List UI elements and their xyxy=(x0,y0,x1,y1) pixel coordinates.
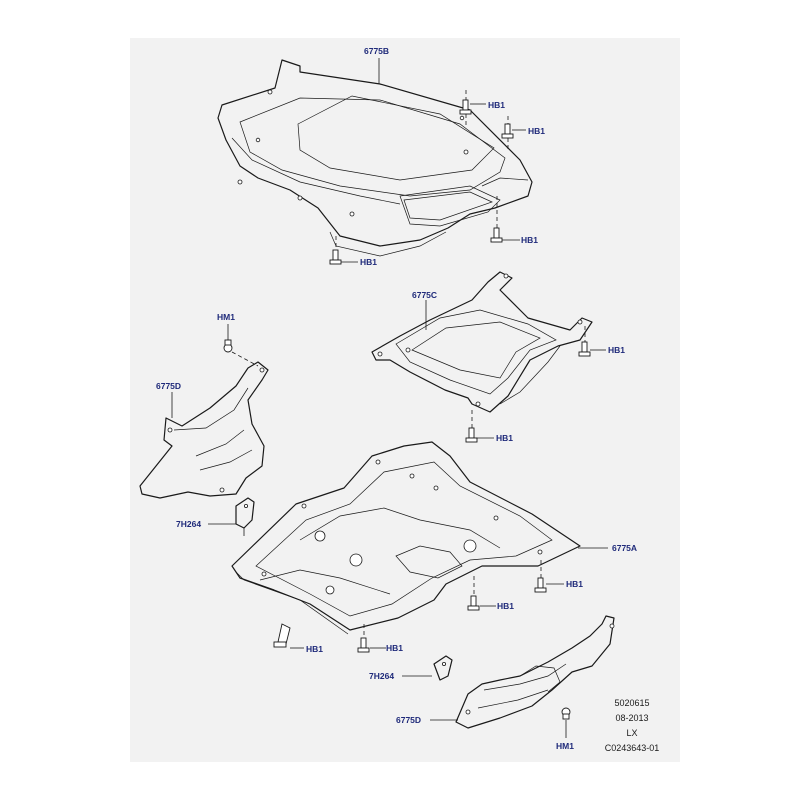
shield-6775b xyxy=(217,59,533,257)
label-hb1-3: HB1 xyxy=(521,235,538,245)
leader-lines xyxy=(171,58,608,738)
label-hb1-6: HB1 xyxy=(496,433,513,443)
bracket-7h264-upper xyxy=(235,497,255,536)
label-hb1-8: HB1 xyxy=(497,601,514,611)
label-7h264-lower: 7H264 xyxy=(369,671,394,681)
label-hb1-7: HB1 xyxy=(566,579,583,589)
info-line-1: 5020615 xyxy=(614,698,649,708)
info-line-4: C0243643-01 xyxy=(605,743,660,753)
label-hb1-1: HB1 xyxy=(488,100,505,110)
label-6775c: 6775C xyxy=(412,290,437,300)
bolt-hb1-2 xyxy=(501,116,514,150)
bolt-hb1-1 xyxy=(459,90,472,128)
info-line-3: LX xyxy=(626,728,637,738)
label-6775d-lower: 6775D xyxy=(396,715,421,725)
diagram-panel xyxy=(130,38,680,762)
label-6775a: 6775A xyxy=(612,543,637,553)
bracket-7h264-lower xyxy=(433,655,453,681)
shield-6775a xyxy=(231,441,581,635)
shield-6775d-lower xyxy=(455,615,615,729)
label-hm1-upper: HM1 xyxy=(217,312,235,322)
label-hb1-9: HB1 xyxy=(386,643,403,653)
bolt-hb1-10 xyxy=(273,623,291,648)
bolt-hm1-lower xyxy=(561,707,571,720)
label-hm1-lower: HM1 xyxy=(556,741,574,751)
bolt-hb1-3 xyxy=(490,196,503,243)
bolt-hb1-9 xyxy=(357,624,370,653)
bolt-hm1-upper xyxy=(223,339,259,367)
bolt-hb1-4 xyxy=(329,236,342,265)
bolt-hb1-6 xyxy=(465,410,478,443)
label-7h264-upper: 7H264 xyxy=(176,519,201,529)
info-block: 5020615 08-2013 LX C0243643-01 xyxy=(605,698,660,753)
label-6775b: 6775B xyxy=(364,46,389,56)
bolt-hb1-5 xyxy=(578,326,591,357)
bolt-hb1-7 xyxy=(534,560,547,593)
label-hb1-4: HB1 xyxy=(360,257,377,267)
bolt-hb1-8 xyxy=(467,576,480,611)
label-hb1-2: HB1 xyxy=(528,126,545,136)
label-6775d-upper: 6775D xyxy=(156,381,181,391)
label-hb1-10: HB1 xyxy=(306,644,323,654)
info-line-2: 08-2013 xyxy=(615,713,648,723)
shield-6775d-upper xyxy=(139,361,269,499)
shield-6775c xyxy=(371,271,593,413)
label-hb1-5: HB1 xyxy=(608,345,625,355)
